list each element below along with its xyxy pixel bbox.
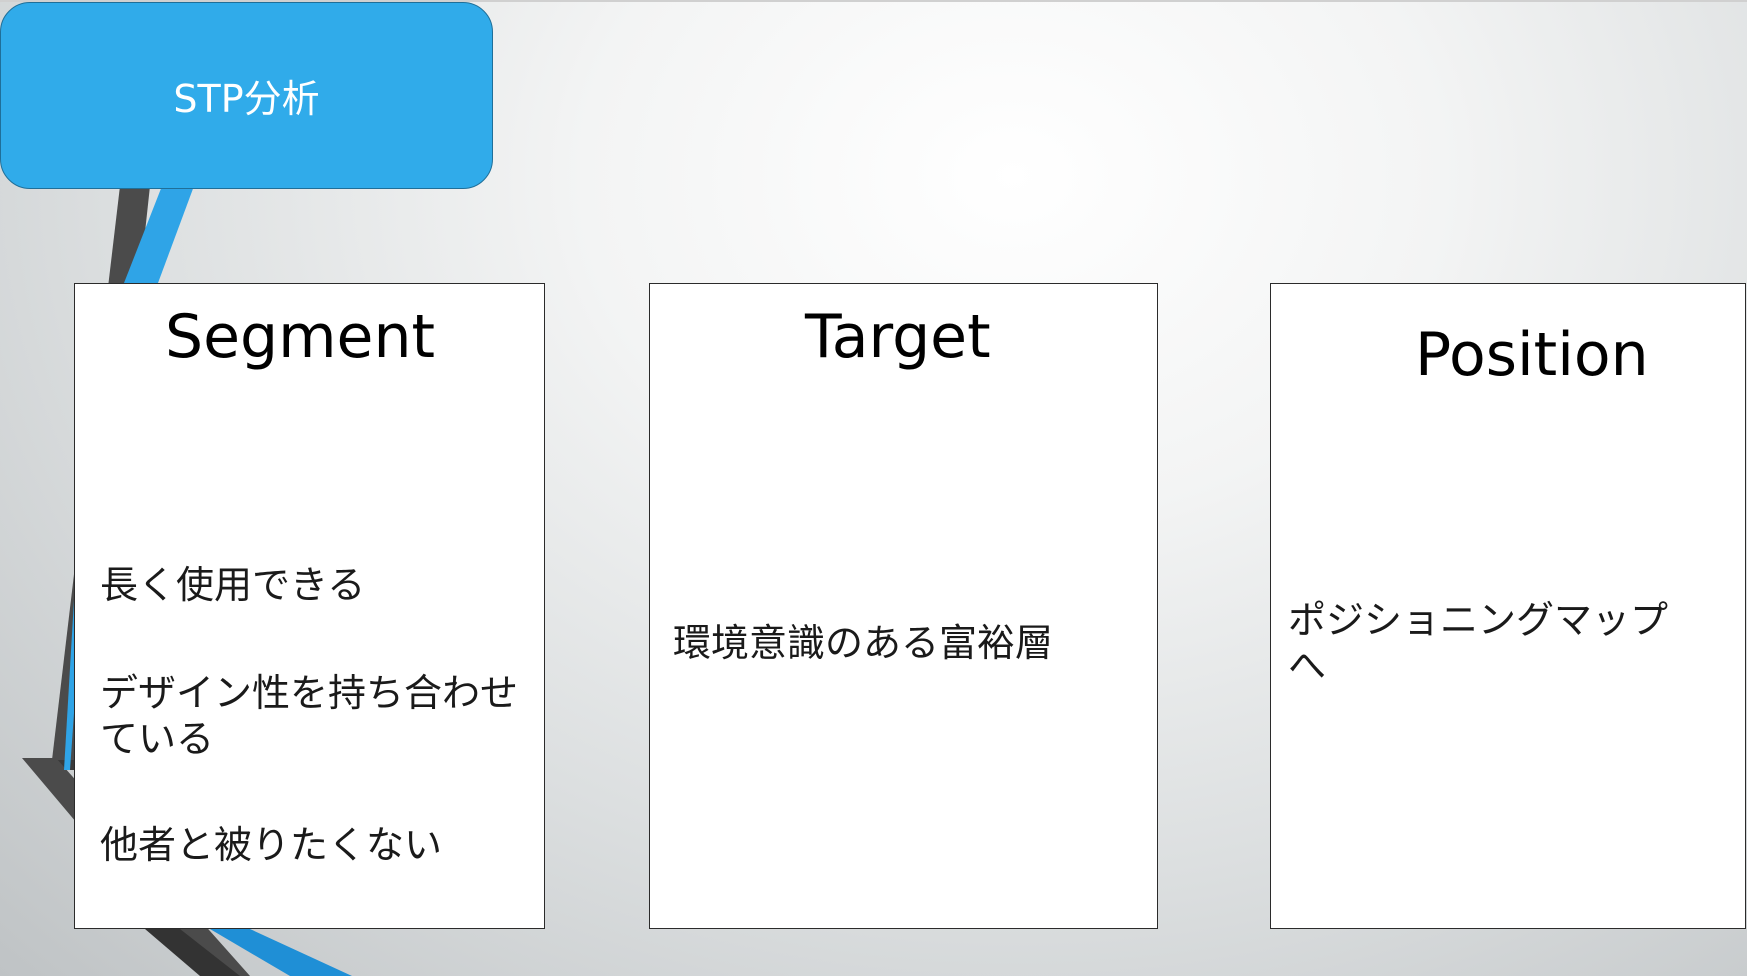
target-heading: Target	[805, 302, 991, 372]
segment-item: デザイン性を持ち合わせている	[100, 671, 519, 761]
position-text: ポジショニングマップへ	[1288, 598, 1669, 688]
position-card: Position ポジショニングマップへ	[1270, 283, 1746, 929]
blue-stripe-upper	[124, 186, 194, 283]
dark-stripe-bottom	[145, 929, 240, 976]
slide-title: STP分析	[173, 77, 320, 121]
title-box: STP分析	[0, 2, 493, 189]
target-card: Target 環境意識のある富裕層	[649, 283, 1158, 929]
segment-card: Segment 長く使用できる デザイン性を持ち合わせている 他者と被りたくない	[74, 283, 545, 929]
blue-stripe-lower	[210, 929, 352, 976]
segment-heading: Segment	[165, 302, 435, 372]
segment-item: 長く使用できる	[100, 563, 366, 607]
position-heading: Position	[1415, 320, 1649, 390]
target-text: 環境意識のある富裕層	[673, 621, 1054, 665]
top-border-line	[0, 0, 1747, 2]
segment-item: 他者と被りたくない	[100, 823, 443, 867]
